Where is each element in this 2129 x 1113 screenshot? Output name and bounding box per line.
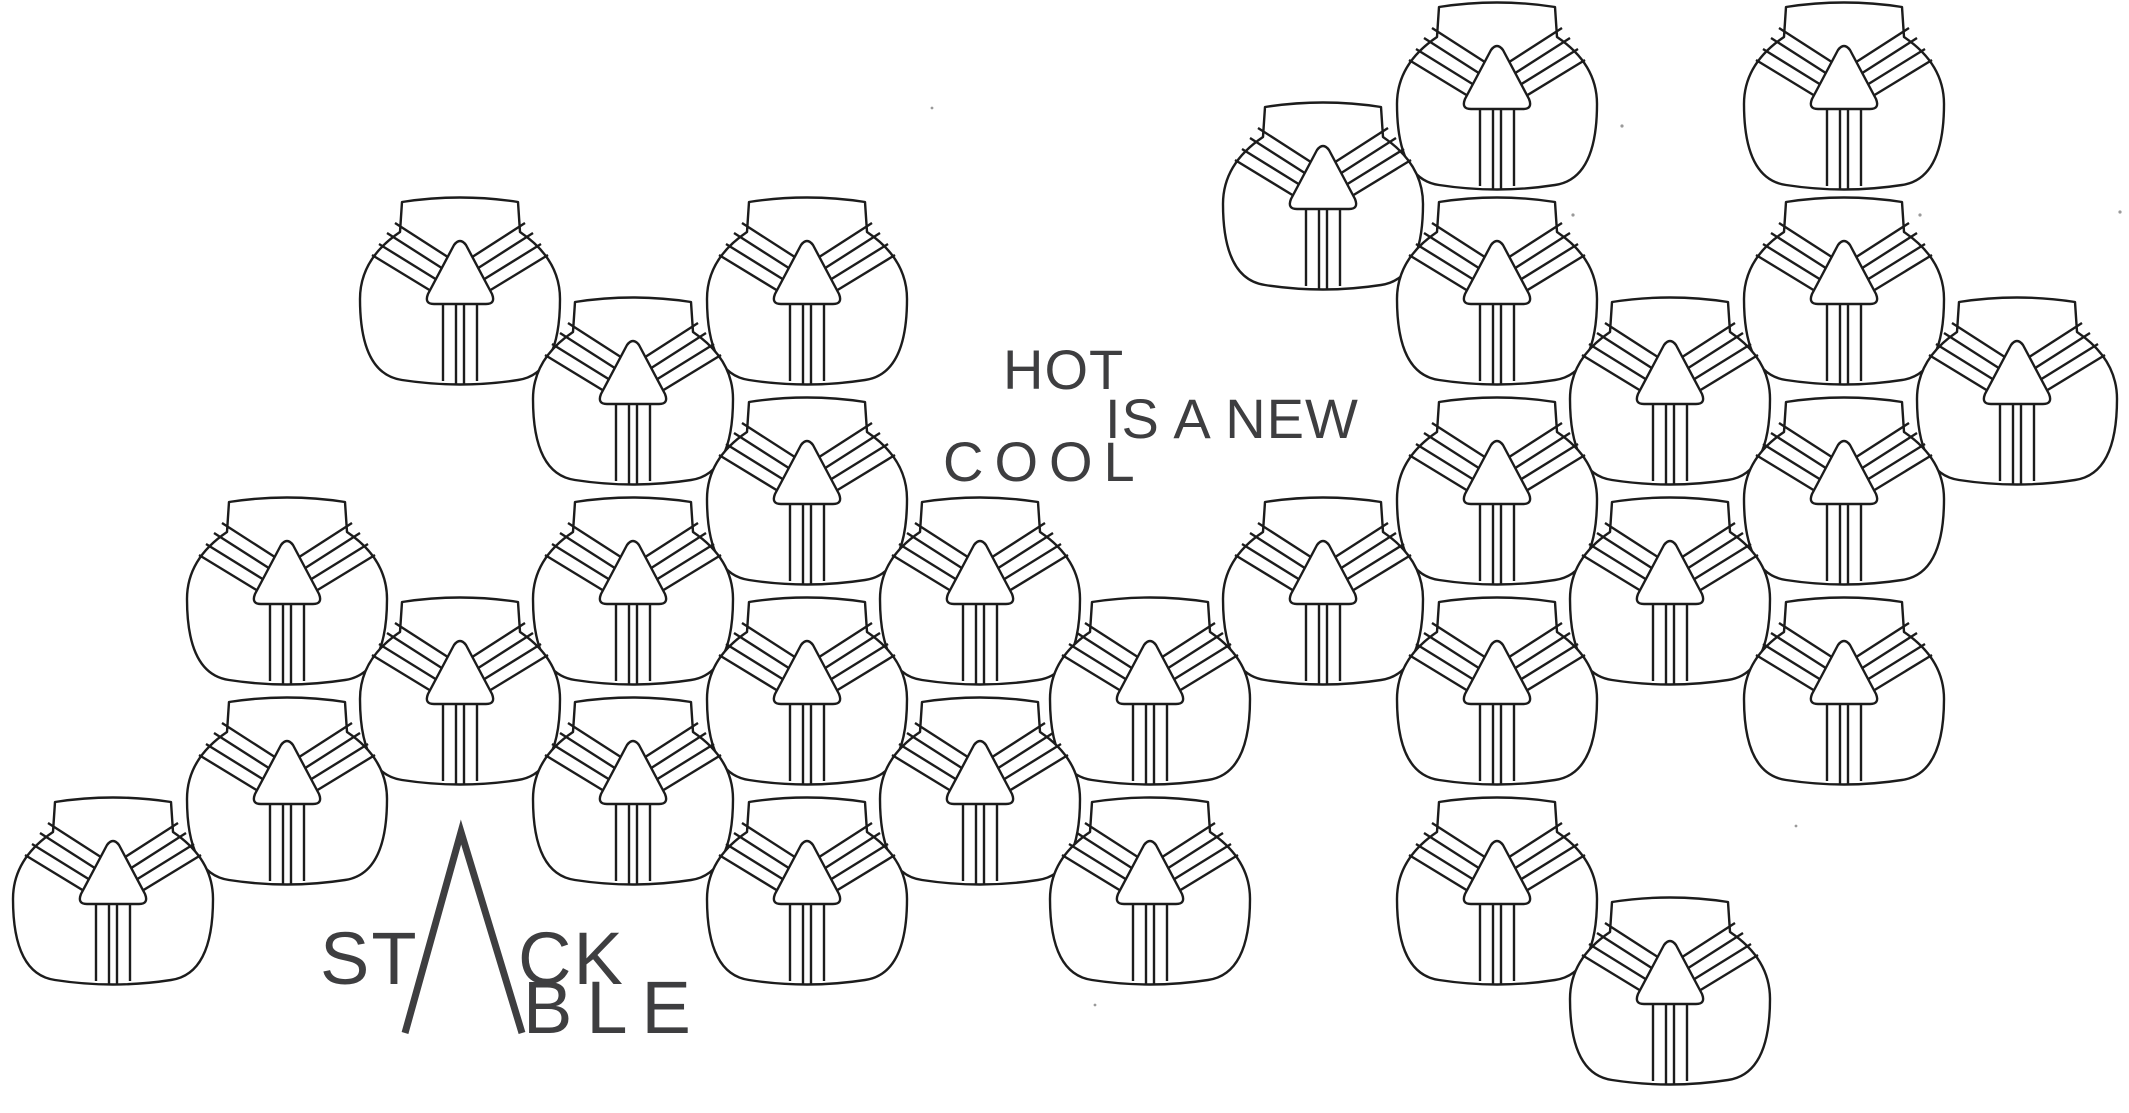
stackable-arrow-tile-icon [531,496,735,686]
stackable-arrow-tile-icon [1742,196,1946,386]
stackable-arrow-tile-icon [705,796,909,986]
brand-letters-st: ST [320,917,419,1000]
slogan-word-hot: HOT [1003,338,1124,401]
stackable-a-mark-icon [401,819,526,1035]
stackable-arrow-tile-icon [1395,596,1599,786]
stackable-logo: ST CK BLE [320,819,705,1049]
stackable-arrow-tile-icon [1395,796,1599,986]
slogan: HOT IS A NEW COOL [943,338,1359,493]
stackable-arrow-tile-icon [1395,1,1599,191]
speck [1620,124,1624,128]
stackable-arrow-tile-icon [1048,596,1252,786]
stackable-arrow-tile-icon [1742,1,1946,191]
speck [1794,824,1798,828]
stackable-arrow-tile-icon [878,496,1082,686]
stackable-arrow-tile-icon [1568,496,1772,686]
stackable-arrow-tile-icon [1395,196,1599,386]
stackable-arrow-tile-icon [11,796,215,986]
slogan-word-cool: COOL [943,430,1146,493]
stackable-arrow-tile-icon [1742,596,1946,786]
stackable-arrow-tile-icon [358,196,562,386]
stackable-arrow-tile-icon [1568,296,1772,486]
stackable-arrow-tile-icon [1915,296,2119,486]
speck [1571,213,1575,217]
stackable-arrow-tile-icon [1221,101,1425,291]
speck [1918,213,1922,217]
speck [2118,210,2122,214]
brand-letters-ck: CK [518,917,625,1000]
stackable-arrow-tile-icon [1048,796,1252,986]
stackable-arrow-tile-icon [705,396,909,586]
stackable-arrow-tile-icon [185,696,389,886]
stackable-arrow-tile-icon [531,696,735,886]
slogan-words-is-a-new: IS A NEW [1105,387,1359,450]
speck [930,106,934,110]
decorative-specks [930,106,2122,1007]
stackable-arrow-tile-icon [705,596,909,786]
stackable-arrow-tile-icon [531,296,735,486]
stackable-arrow-tile-icon [878,696,1082,886]
stackable-arrow-tile-icon [1395,396,1599,586]
stackable-arrow-tile-icon [358,596,562,786]
stackable-arrow-tile-icon [1742,396,1946,586]
stackable-arrow-tile-icon [705,196,909,386]
stackable-arrow-tile-icon [1568,896,1772,1086]
stackable-arrow-tile-icon [1221,496,1425,686]
speck [1093,1003,1097,1007]
brand-letters-ble: BLE [523,966,705,1049]
stackable-arrow-tile-icon [185,496,389,686]
